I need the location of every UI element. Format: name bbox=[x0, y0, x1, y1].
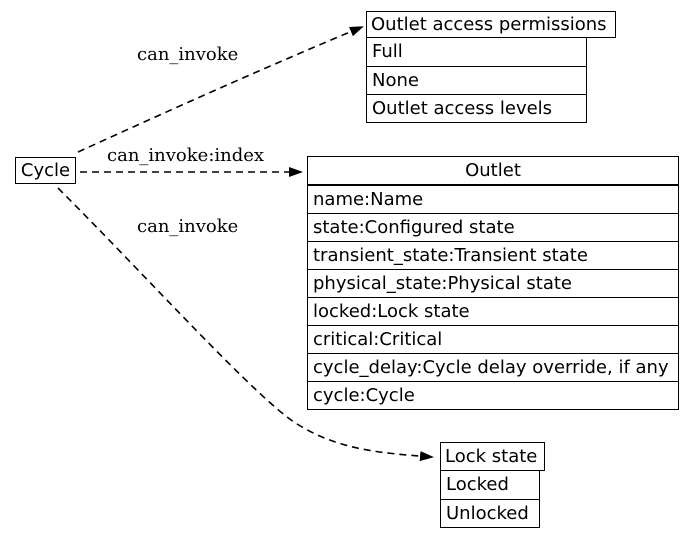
table-row: transient_state:Transient state bbox=[308, 241, 678, 269]
table-row: cycle_delay:Cycle delay override, if any bbox=[308, 353, 678, 381]
table-row: Locked bbox=[446, 474, 509, 495]
table-row: critical:Critical bbox=[308, 325, 678, 353]
edge-label-can-invoke-index: can_invoke:index bbox=[107, 145, 265, 166]
outlet-table: Outlet name:Name state:Configured state … bbox=[307, 156, 679, 410]
edge-label-can-invoke-bottom: can_invoke bbox=[137, 216, 239, 237]
table-row: state:Configured state bbox=[308, 213, 678, 241]
lock-state-table: Locked Unlocked bbox=[440, 469, 540, 528]
edge-label-can-invoke-top: can_invoke bbox=[137, 44, 239, 65]
table-row: name:Name bbox=[308, 185, 678, 213]
table-row: physical_state:Physical state bbox=[308, 269, 678, 297]
table-row: Outlet access levels bbox=[367, 93, 586, 122]
outlet-access-permissions-header: Outlet access permissions bbox=[366, 11, 616, 38]
outlet-table-header: Outlet bbox=[308, 157, 678, 185]
table-row: locked:Lock state bbox=[308, 297, 678, 325]
table-row: Unlocked bbox=[441, 498, 539, 527]
table-row: Full bbox=[372, 41, 403, 62]
lock-state-header: Lock state bbox=[440, 442, 545, 471]
outlet-access-permissions-table: Full None Outlet access levels bbox=[366, 36, 587, 123]
table-row: None bbox=[367, 65, 586, 94]
table-row: cycle:Cycle bbox=[308, 381, 678, 409]
cycle-node: Cycle bbox=[15, 157, 76, 184]
